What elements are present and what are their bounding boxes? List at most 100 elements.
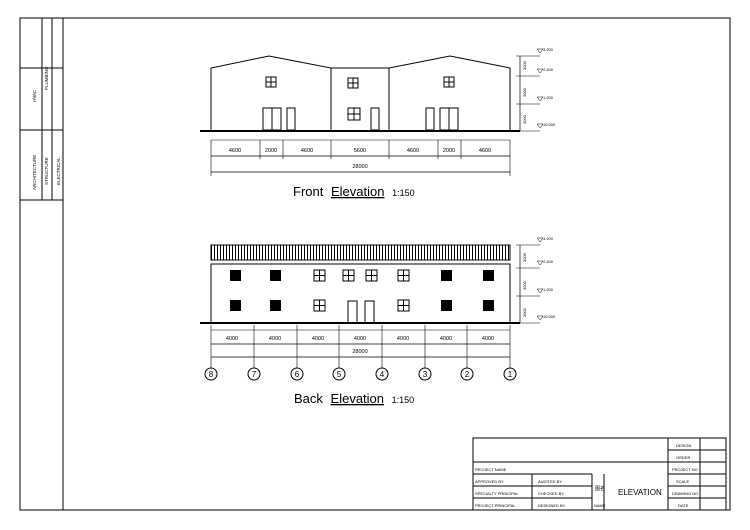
axis-bubble: 3 [418, 367, 432, 381]
front-dim-label: 4600 [407, 148, 419, 154]
back-dim-label: 4000 [269, 336, 281, 342]
front-level-label: 2.400 [543, 67, 554, 72]
axis-label: 7 [252, 370, 257, 379]
front-left-block [210, 55, 332, 131]
back-dim-label: 4000 [440, 336, 452, 342]
tb-designed-by: DESIGNED BY [538, 503, 566, 508]
axis-bubble: 1 [503, 367, 517, 381]
front-dim-label: 4600 [229, 148, 241, 154]
tb-project-name: PROJECT NAME [475, 467, 507, 472]
axis-bubble: 4 [375, 367, 389, 381]
back-level-label: 1.200 [543, 287, 554, 292]
strip-label-hvac: HVAC [32, 89, 37, 102]
front-dim-label: 4600 [479, 148, 491, 154]
front-dim-label: 2000 [443, 148, 455, 154]
axis-bubble: 2 [460, 367, 474, 381]
left-strip: HVAC PLUMBING ARCHITECTURE STRUCTURE ELE… [20, 18, 63, 201]
tb-project-principal: PROJECT PRINCIPAL [475, 503, 516, 508]
back-door [347, 300, 358, 324]
axis-bubble: 7 [247, 367, 261, 381]
axis-label: 3 [423, 370, 428, 379]
axis-label: 5 [337, 370, 342, 379]
back-solid-windows [230, 270, 494, 311]
tb-design-label: DESIGN [676, 443, 691, 448]
back-dimensions: 4000 4000 4000 4000 4000 4000 4000 28000 [210, 325, 511, 368]
back-window [365, 269, 378, 282]
axis-label: 2 [465, 370, 470, 379]
front-dimensions: 4600 2000 4600 5600 4600 2000 4600 28000 [210, 139, 511, 176]
back-dim-label: 4000 [397, 336, 409, 342]
front-window [347, 107, 361, 121]
strip-label-electrical: ELECTRICAL [56, 157, 61, 185]
back-door [364, 300, 375, 324]
axis-label: 8 [209, 370, 214, 379]
tb-order-label: ORDER [676, 455, 691, 460]
tb-approved-by: APPROVED BY [475, 479, 504, 484]
front-level-markers: 3.200 2.400 1.200 ±0.000 3000 3000 3000 [516, 47, 556, 132]
back-level-label: 2.400 [543, 259, 554, 264]
front-door [439, 107, 459, 131]
back-elevation-title: Back Elevation 1:150 [294, 391, 414, 406]
axis-label: 4 [380, 370, 385, 379]
back-title-word: Back [294, 391, 323, 406]
front-level-label: 3.200 [543, 47, 554, 52]
back-window [313, 299, 326, 312]
axis-bubble: 5 [332, 367, 346, 381]
front-door [262, 107, 282, 131]
back-dim-label: 4000 [354, 336, 366, 342]
back-dim-label: 4000 [226, 336, 238, 342]
back-level-markers: 3.200 2.400 1.200 ±0.000 3000 3000 3000 [516, 236, 556, 324]
front-total-dim: 28000 [352, 164, 367, 170]
front-vdim-label: 3000 [522, 87, 527, 97]
front-dim-label: 2000 [265, 148, 277, 154]
back-title-scale: 1:150 [392, 395, 415, 405]
front-door [425, 107, 435, 131]
front-window [443, 76, 455, 88]
back-vdim-label: 3000 [522, 280, 527, 290]
back-roof-hatch [210, 244, 511, 261]
front-door [370, 107, 380, 131]
front-dim-label: 5600 [354, 148, 366, 154]
back-total-dim: 28000 [352, 349, 367, 355]
back-window [397, 299, 410, 312]
tb-specialty-principal: SPECIALTY PRINCIPAL [475, 491, 519, 496]
front-title-word: Front [293, 184, 324, 199]
inner-border [62, 17, 731, 511]
front-window [347, 77, 359, 89]
front-title-elevation: Elevation [331, 184, 384, 199]
axis-bubble: 8 [204, 367, 218, 381]
front-window [265, 76, 277, 88]
tb-project-no: PROJECT NO [672, 467, 698, 472]
back-dim-label: 4000 [482, 336, 494, 342]
tb-checked-by: CHECKED BY [538, 491, 564, 496]
front-level-label: ±0.000 [543, 122, 556, 127]
front-middle-block [330, 67, 390, 132]
front-vdim-label: 3000 [522, 60, 527, 70]
front-elevation: 3.200 2.400 1.200 ±0.000 3000 3000 3000 … [200, 47, 556, 199]
strip-label-structure: STRUCTURE [44, 157, 49, 185]
strip-label-architecture: ARCHITECTURE [32, 155, 37, 190]
back-level-label: ±0.000 [543, 314, 556, 319]
front-right-block [388, 55, 511, 131]
back-window [313, 269, 326, 282]
front-title-scale: 1:150 [392, 188, 415, 198]
tb-name-label: NAME [594, 503, 606, 508]
axis-label: 1 [508, 370, 513, 379]
back-dim-label: 4000 [312, 336, 324, 342]
front-elevation-title: Front Elevation 1:150 [293, 184, 415, 199]
front-vdim-label: 3000 [522, 114, 527, 124]
axis-bubble: 6 [290, 367, 304, 381]
title-block: PROJECT NAME APPROVED BY SPECIALTY PRINC… [472, 437, 727, 511]
axis-bubbles: 8 7 6 5 4 3 2 1 [204, 367, 517, 381]
tb-audited-by: AUDITED BY [538, 479, 562, 484]
strip-label-plumbing: PLUMBING [44, 66, 49, 90]
back-wall [210, 263, 511, 324]
tb-date-label: DATE [678, 503, 689, 508]
back-vdim-label: 3000 [522, 307, 527, 317]
back-elevation: 3.200 2.400 1.200 ±0.000 3000 3000 3000 … [200, 236, 556, 406]
back-level-label: 3.200 [543, 236, 554, 241]
back-window [342, 269, 355, 282]
tb-scale-label: SCALE [676, 479, 689, 484]
front-level-label: 1.200 [543, 95, 554, 100]
